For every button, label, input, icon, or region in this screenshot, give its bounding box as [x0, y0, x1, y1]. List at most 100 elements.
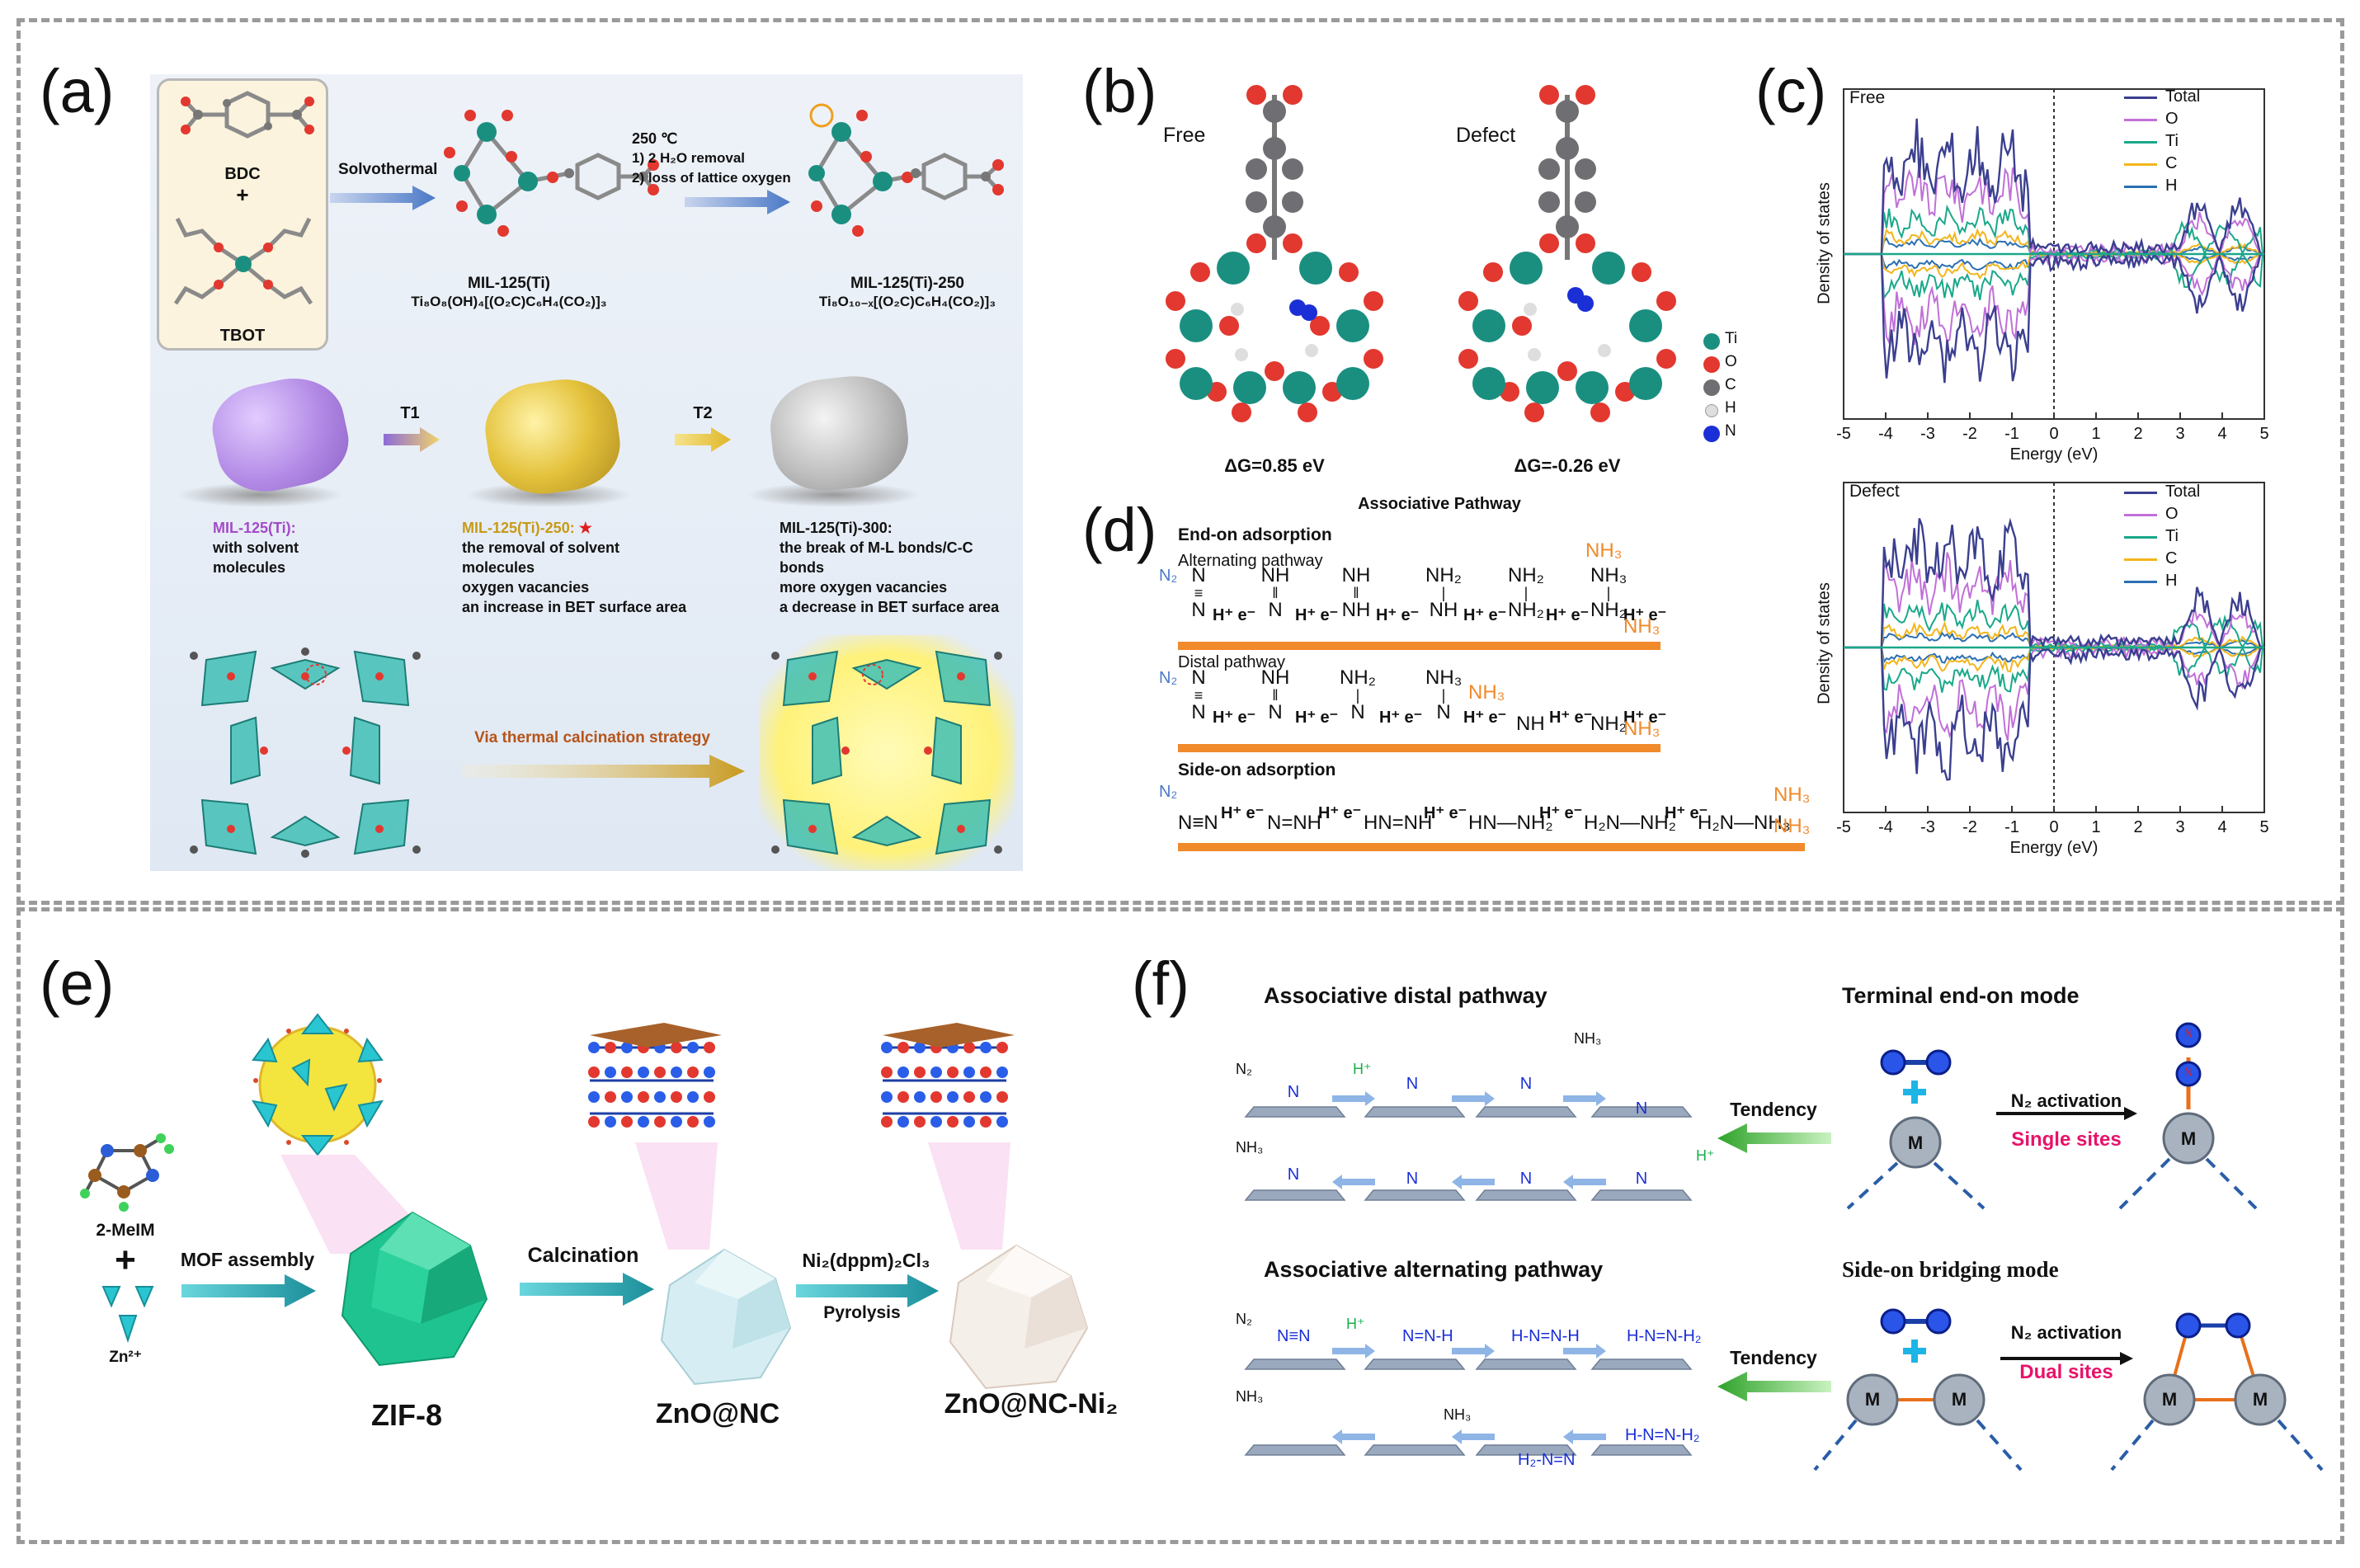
bdc-plus: +	[236, 182, 249, 207]
surface-side-on	[1178, 843, 1805, 851]
free-label: Free	[1163, 124, 1206, 147]
catalyst-slab	[1590, 1358, 1693, 1370]
zno-atom	[963, 1067, 975, 1078]
zn-tetrahedra-icon	[101, 1286, 154, 1344]
side-sp4: H₂N—NH₂	[1584, 812, 1676, 834]
dos-xtick-label: 3	[2175, 425, 2185, 443]
dos-xtick-label: 5	[2259, 818, 2269, 836]
f-dis-nh3-1: NH₃	[1574, 1030, 1602, 1047]
ni-precursor-label: Ni₂(dppm)₂Cl₃	[802, 1250, 930, 1271]
dis-sp1: NH‖N	[1259, 668, 1292, 723]
alt-sp2: NH‖NH	[1340, 566, 1373, 620]
zno-atom	[704, 1042, 715, 1053]
adsorbate-n: N	[1636, 1099, 1647, 1118]
dual-sites-label: Dual sites	[2019, 1361, 2113, 1383]
zno-atom	[881, 1042, 893, 1053]
zno-atom	[687, 1067, 699, 1078]
step1-label: 1) 2 H₂O removal	[632, 150, 745, 166]
zno-atom	[947, 1091, 959, 1103]
side-sp3: HN—NH₂	[1468, 812, 1553, 834]
dos-leg2-total: Total	[2165, 483, 2201, 501]
desc3-line4: more oxygen vacancies	[780, 579, 948, 596]
zno-atom	[930, 1091, 942, 1103]
alt-step2: H⁺ e⁻	[1376, 606, 1420, 624]
alt-step0: H⁺ e⁻	[1213, 606, 1256, 624]
dos-leg2-o: O	[2165, 505, 2179, 523]
dos-leg2-c: C	[2165, 549, 2178, 567]
dis-sp2-bond: |	[1355, 687, 1360, 704]
side-sp0: N≡N	[1178, 812, 1218, 834]
adsorbate-n: N	[1636, 1170, 1647, 1188]
bdc-molecule-icon	[181, 91, 314, 139]
f-alt-sp5: H-N=N-H₂	[1625, 1426, 1700, 1444]
dos-leg-o-line	[2124, 119, 2157, 121]
step-arrow	[1332, 1429, 1375, 1444]
side-mode-diagram	[1813, 1308, 2324, 1471]
side-step2: H⁺ e⁻	[1424, 804, 1467, 822]
mil125-cluster-icon	[444, 110, 659, 237]
dis-nh3-release: NH₃	[1468, 681, 1505, 704]
dos-leg-total: Total	[2165, 87, 2201, 106]
dis-sp1-bot: N	[1268, 701, 1283, 723]
alt-sp2-bond: ‖	[1353, 585, 1359, 601]
alt-last: NH₃	[1623, 615, 1660, 638]
tbot-label: TBOT	[219, 327, 266, 345]
alt-sp0-bond: ≡	[1194, 585, 1204, 601]
legend-h: H	[1725, 399, 1736, 417]
panel-label-e: (e)	[40, 949, 115, 1018]
zno-atom	[996, 1042, 1008, 1053]
dos-leg-h: H	[2165, 177, 2178, 195]
tendency-label-2: Tendency	[1730, 1347, 1817, 1368]
catalyst-slab	[1244, 1189, 1346, 1201]
side-on-label: Side-on adsorption	[1178, 760, 1336, 779]
step-arrow	[1332, 1344, 1375, 1358]
dos-xtick-label: -5	[1836, 425, 1851, 443]
alt-sp0: N≡N	[1186, 566, 1211, 620]
znonc-crystal-icon	[660, 1248, 792, 1386]
zif8-label: ZIF-8	[371, 1398, 442, 1432]
alt-sp5-top: NH₃	[1590, 564, 1628, 586]
zno-atom	[588, 1091, 600, 1103]
zno-atom	[881, 1067, 893, 1078]
via-arrow	[462, 755, 745, 788]
desc2-line2: the removal of solvent	[462, 539, 620, 556]
bottom-panel-frame	[16, 907, 2344, 1544]
legend-ti: Ti	[1725, 330, 1738, 347]
dos-leg-o: O	[2165, 110, 2179, 128]
dos-plot-label-defect: Defect	[1849, 482, 1900, 501]
adsorbate-n: N	[1288, 1083, 1299, 1101]
catalyst-slab	[1364, 1444, 1466, 1456]
dis-sp5: NH₂	[1590, 713, 1627, 735]
catalyst-slab	[1364, 1189, 1466, 1201]
zno-atom	[654, 1091, 666, 1103]
dos-xtick-label: 5	[2259, 425, 2269, 443]
step2-label: 2) loss of lattice oxygen	[632, 170, 791, 186]
legend-c-dot	[1703, 379, 1720, 396]
zno-atom	[963, 1116, 975, 1128]
framework-before-icon	[190, 647, 421, 858]
dos-xtick-label: -3	[1920, 425, 1935, 443]
melm-label: 2-MeIM	[96, 1221, 155, 1240]
terminal-m1: M	[1907, 1132, 1924, 1153]
f-alt-n2: N₂	[1236, 1311, 1252, 1327]
dos-xtick-label: 2	[2133, 818, 2143, 836]
desc3-line3: bonds	[780, 559, 824, 576]
zno-atom	[638, 1091, 649, 1103]
terminal-m2: M	[2180, 1128, 2197, 1149]
zno-atom	[897, 1091, 909, 1103]
alt-sp5-bond: |	[1606, 585, 1611, 601]
step-arrow	[1452, 1091, 1495, 1106]
dis-sp3-bot: N	[1436, 701, 1451, 723]
via-label: Via thermal calcination strategy	[474, 729, 710, 746]
zno-atom	[881, 1091, 893, 1103]
desc2-line1: MIL-125(Ti)-250: ★	[462, 520, 592, 537]
dis-step2: H⁺ e⁻	[1379, 709, 1423, 727]
dos-xtick-label: 4	[2217, 425, 2227, 443]
tendency-arrow-1	[1717, 1123, 1831, 1153]
step-arrow	[1563, 1175, 1606, 1189]
alt-sp3: NH₂|NH	[1425, 566, 1462, 620]
f-alt-sp4: H₂-N=N	[1518, 1451, 1576, 1469]
side-step0: H⁺ e⁻	[1221, 804, 1265, 822]
dos-curve-total	[1844, 118, 2263, 257]
defect-structure-icon	[1458, 85, 1676, 422]
